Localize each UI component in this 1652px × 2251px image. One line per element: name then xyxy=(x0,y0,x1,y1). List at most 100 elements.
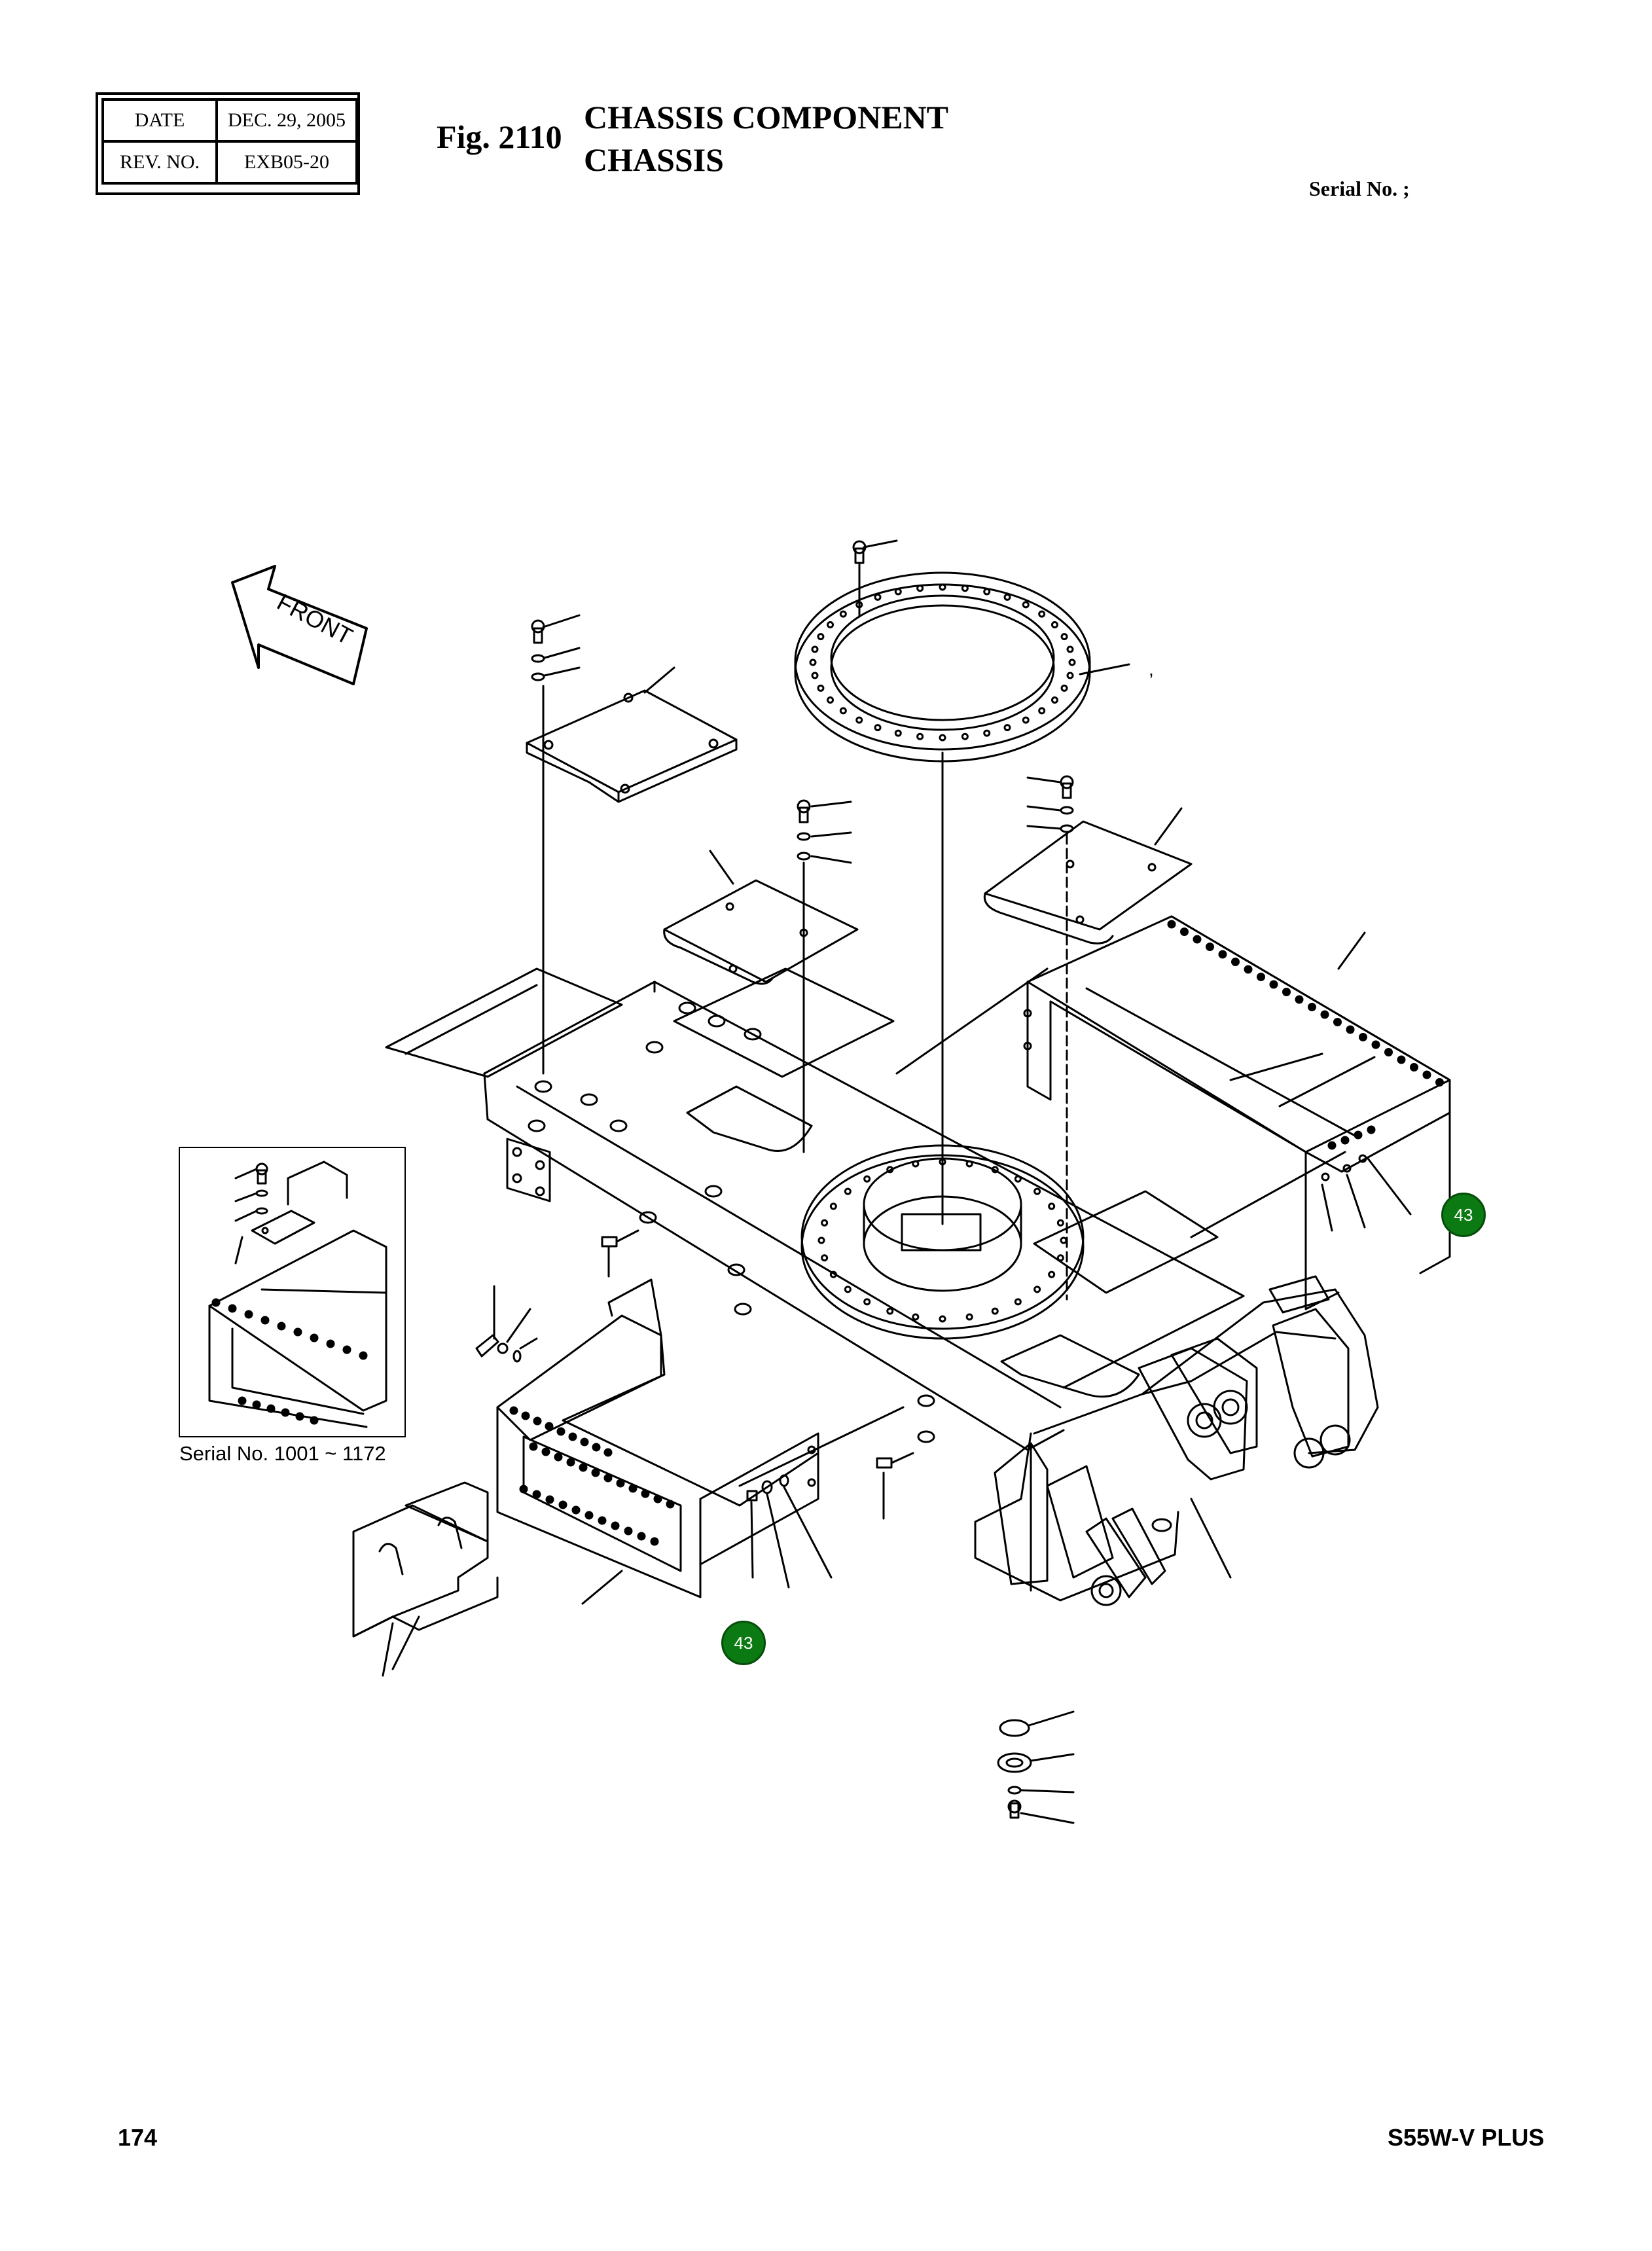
ring-bolt-hole xyxy=(1052,622,1057,628)
callout-badge-43-left[interactable]: 43 xyxy=(721,1621,766,1665)
inset-detail xyxy=(179,1147,405,1437)
ring-bolt-hole xyxy=(875,725,880,730)
right-step-box xyxy=(1024,916,1450,1309)
ring-bolt-hole xyxy=(828,622,833,628)
step-hole xyxy=(1342,1137,1348,1144)
step-hole xyxy=(586,1512,592,1519)
frame-boss xyxy=(745,1029,761,1039)
ring-bolt-hole xyxy=(895,589,901,594)
step-hole xyxy=(282,1409,289,1416)
step-hole xyxy=(296,1413,303,1420)
step-hole xyxy=(617,1480,624,1486)
step-hole xyxy=(667,1501,673,1507)
step-hole xyxy=(213,1299,219,1306)
page-number: 174 xyxy=(118,2124,158,2151)
step-hole xyxy=(530,1443,537,1450)
seat-bolt-hole xyxy=(1035,1287,1040,1292)
frame-boss xyxy=(535,1081,551,1092)
step-hole xyxy=(547,1496,553,1503)
figure-title: CHASSIS COMPONENT xyxy=(584,99,949,135)
step-hole xyxy=(581,1439,588,1445)
ring-bolt-hole xyxy=(918,734,923,739)
step-hole xyxy=(1424,1071,1430,1078)
seat-bolt-hole xyxy=(992,1308,997,1314)
figure-number: Fig. 2110 xyxy=(437,118,562,155)
step-hole xyxy=(229,1305,236,1312)
seat-bolt-hole xyxy=(913,1161,918,1166)
ring-bolt-hole xyxy=(962,586,967,591)
frame-boss xyxy=(611,1121,626,1131)
step-hole xyxy=(262,1317,268,1324)
step-hole xyxy=(1368,1126,1374,1133)
frame-boss xyxy=(728,1265,744,1275)
ring-bolt-hole xyxy=(1069,660,1075,665)
ring-bolt-hole xyxy=(1005,594,1010,600)
step-hole xyxy=(573,1507,579,1513)
seat-bolt-hole xyxy=(913,1314,918,1320)
step-hole xyxy=(311,1417,317,1424)
seat-bolt-hole xyxy=(822,1220,827,1225)
ring-bolt-hole xyxy=(984,589,990,594)
seat-bolt-hole xyxy=(888,1167,893,1172)
step-hole xyxy=(612,1522,619,1529)
step-hole xyxy=(1296,996,1302,1003)
step-hole xyxy=(1329,1142,1335,1149)
ring-bolt-hole xyxy=(840,611,846,617)
bottom-plug-fasteners xyxy=(998,1712,1073,1823)
ring-bolt-hole xyxy=(1068,647,1073,652)
seat-bolt-hole xyxy=(845,1189,850,1194)
ring-bolt-hole xyxy=(1062,685,1067,691)
step-hole xyxy=(1258,974,1265,981)
slewing-ring: , xyxy=(795,541,1154,1224)
seat-bolt-hole xyxy=(967,1161,972,1166)
step-hole xyxy=(245,1311,252,1318)
ring-bolt-hole xyxy=(875,594,880,600)
step-hole xyxy=(1355,1132,1361,1138)
ring-bolt-hole xyxy=(828,698,833,703)
seat-bolt-hole xyxy=(992,1167,997,1172)
ring-bolt-hole xyxy=(818,685,823,691)
rev-value: EXB05-20 xyxy=(215,140,358,185)
step-hole xyxy=(1245,966,1251,973)
ring-bolt-hole xyxy=(984,730,990,736)
step-mats xyxy=(353,1483,497,1676)
center-cover-plate xyxy=(664,801,857,1152)
model-name: S55W-V PLUS xyxy=(1388,2124,1545,2151)
step-hole xyxy=(1219,951,1226,958)
step-hole xyxy=(625,1528,632,1534)
seat-bolt-hole xyxy=(1058,1255,1063,1261)
step-hole xyxy=(543,1449,549,1455)
seat-bolt-hole xyxy=(1015,1176,1020,1181)
rev-label: REV. NO. xyxy=(101,140,218,185)
seat-bolt-hole xyxy=(967,1314,972,1320)
frame-boss xyxy=(918,1432,934,1442)
frame-boss xyxy=(709,1016,725,1026)
inset-serial-caption: Serial No. 1001 ~ 1172 xyxy=(179,1442,386,1465)
left-step-box xyxy=(476,1231,913,1604)
step-hole xyxy=(1386,1049,1392,1056)
step-hole xyxy=(546,1423,552,1430)
ring-bolt-hole xyxy=(1023,602,1028,607)
step-hole xyxy=(1270,981,1277,988)
ring-bolt-hole xyxy=(812,647,817,652)
ring-bolt-hole xyxy=(810,660,816,665)
step-hole xyxy=(558,1428,564,1435)
step-hole xyxy=(1309,1004,1316,1011)
step-hole xyxy=(1411,1064,1418,1071)
left-cover-plate xyxy=(527,668,736,802)
step-hole xyxy=(520,1486,527,1492)
frame-boss xyxy=(679,1003,695,1013)
step-hole xyxy=(1168,921,1175,927)
seat-bolt-hole xyxy=(940,1316,945,1322)
revision-box-border xyxy=(96,92,360,195)
step-hole xyxy=(1232,959,1239,965)
ring-bolt-hole xyxy=(812,673,817,678)
step-hole xyxy=(655,1496,661,1502)
step-hole xyxy=(599,1517,605,1524)
date-label: DATE xyxy=(101,98,218,143)
front-arrow: FRONT xyxy=(232,566,367,684)
step-hole xyxy=(1284,989,1290,996)
serial-number-label: Serial No. ; xyxy=(1309,177,1410,200)
callout-badge-43-right[interactable]: 43 xyxy=(1441,1193,1486,1237)
